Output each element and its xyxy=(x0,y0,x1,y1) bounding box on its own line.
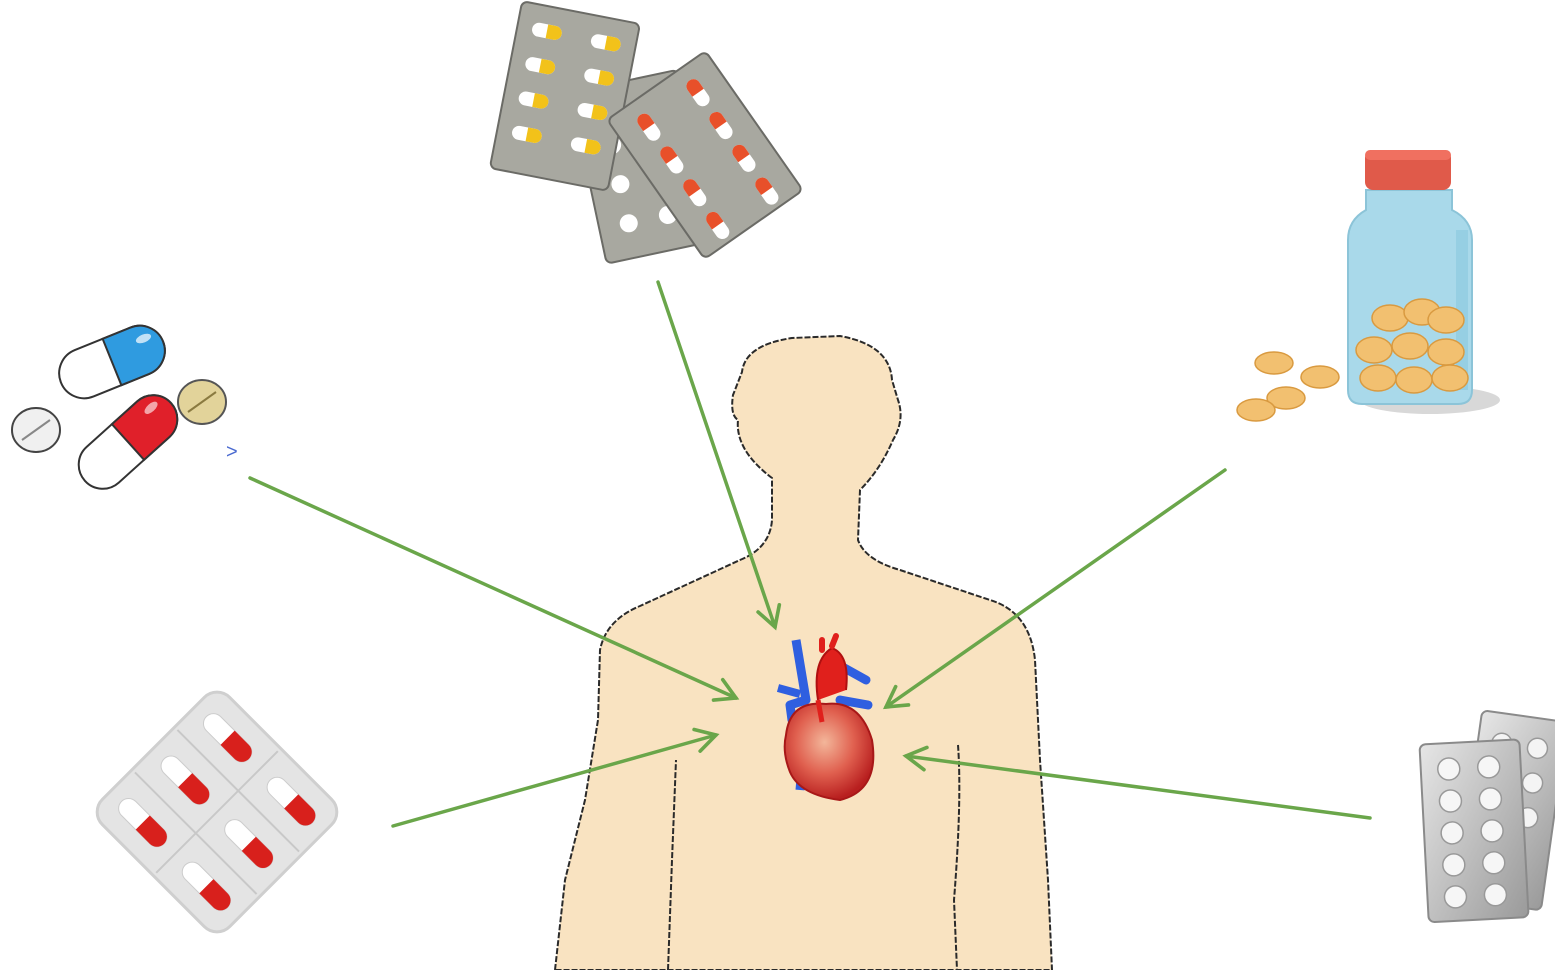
silver-tablet-blister-icon xyxy=(1419,710,1555,922)
arrow-upper-left xyxy=(250,478,736,698)
body-outline xyxy=(555,336,1052,970)
stray-mark: > xyxy=(226,441,238,463)
red-capsule-blister-icon xyxy=(90,685,345,940)
capsules-and-tablets-icon xyxy=(12,318,226,498)
blister-packs-icon xyxy=(490,1,803,264)
pill-bottle-icon xyxy=(1237,150,1500,421)
human-silhouette xyxy=(555,336,1052,970)
